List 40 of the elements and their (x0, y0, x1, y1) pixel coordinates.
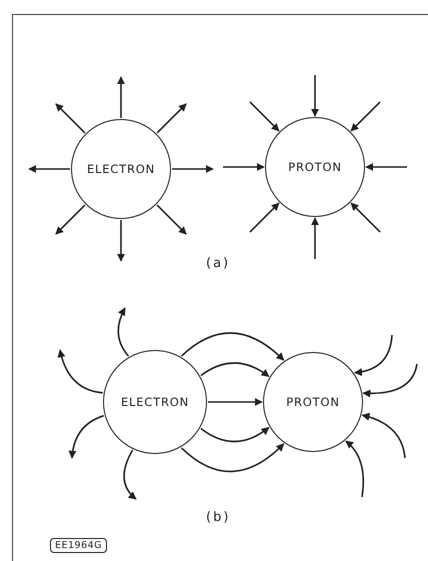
particle-circle (265, 117, 365, 217)
field-line-arrow (180, 332, 284, 361)
field-line-arrow (350, 101, 381, 132)
field-line-arrow (68, 414, 104, 459)
field-line-arrow (311, 75, 319, 117)
field-line-arrow (200, 362, 270, 378)
particle-circle (103, 350, 207, 454)
panel-label: (a) (206, 256, 230, 271)
field-line-arrow (345, 440, 364, 498)
particle-name: ELECTRON (120, 395, 190, 409)
field-line-arrow (156, 204, 187, 235)
field-line-arrow (28, 165, 70, 173)
field-line-arrow (362, 364, 418, 398)
field-line-arrow (311, 217, 319, 259)
field-line-arrow (365, 163, 407, 171)
field-line-arrow (354, 334, 393, 376)
field-line-arrow (123, 450, 137, 500)
field-line-arrow (58, 349, 103, 394)
field-line-arrow (156, 103, 187, 134)
field-line-arrow (55, 103, 86, 134)
field-line-arrow (208, 398, 263, 406)
field-line-arrow (55, 204, 86, 235)
particle-name: PROTON (286, 395, 340, 409)
field-line-arrow (200, 426, 270, 442)
particle-circle (263, 352, 363, 452)
field-line-arrow (249, 101, 280, 132)
field-line-arrow (172, 165, 214, 173)
field-line-arrow (180, 443, 284, 472)
panel-label: (b) (206, 510, 230, 525)
field-line-arrow (117, 220, 125, 262)
field-line-arrow (362, 413, 406, 458)
field-line-arrow (223, 163, 265, 171)
figure-code: EE1964G (50, 538, 108, 553)
field-line-arrow (249, 202, 280, 233)
field-line-arrow (117, 76, 125, 118)
field-line-arrow (118, 307, 130, 357)
particle-circle (71, 119, 171, 219)
particle-name: PROTON (288, 160, 342, 174)
particle-name: ELECTRON (86, 162, 156, 176)
field-line-arrow (350, 202, 381, 233)
